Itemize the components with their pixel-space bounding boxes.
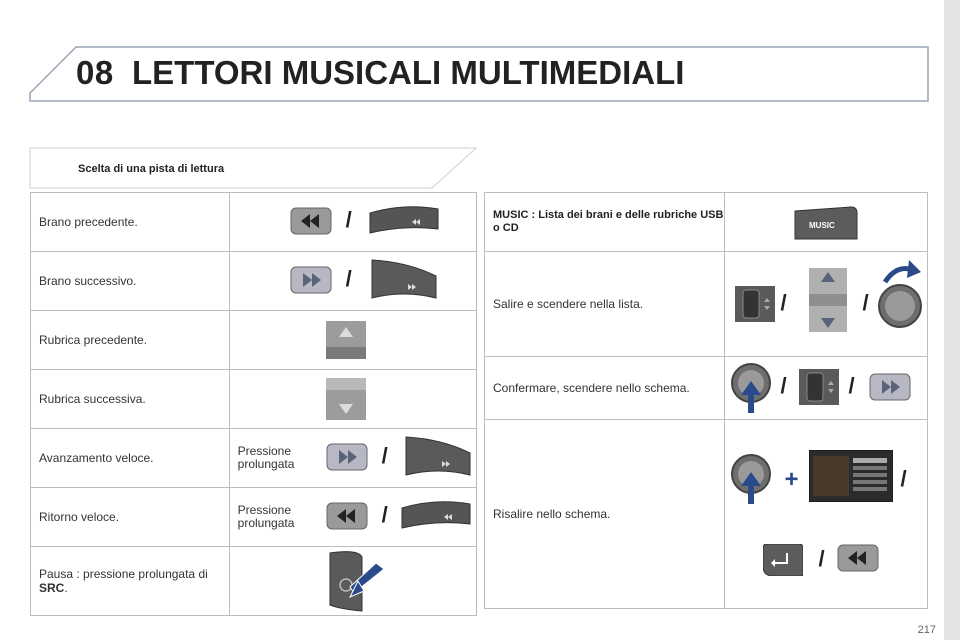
up-down-arrows-icon[interactable] [808,268,847,332]
table-row: Rubrica successiva. [30,369,478,429]
long-press-note: Pressione prolungata [237,503,295,530]
steering-control-rewind-icon[interactable] [400,498,472,530]
table-row: Confermare, scendere nello schema. / / [484,356,929,420]
right-edge-strip [944,0,960,640]
table-row: Rubrica precedente. [30,310,478,370]
table-row: Ritorno veloce. Pressione prolungata / [30,487,478,547]
section-banner [29,147,478,189]
separator: / [345,207,352,232]
row-label: Confermare, scendere nello schema. [493,381,690,395]
back-button-icon[interactable] [762,544,803,576]
separator: / [848,373,855,398]
header-frame [29,46,929,102]
separator: / [381,443,388,468]
separator: / [345,266,352,291]
table-row: Risalire nello schema. + / [484,419,929,609]
separator: / [381,502,388,527]
arrow-down-icon[interactable] [325,378,366,420]
page-title: LETTORI MUSICALI MULTIMEDIALI [132,54,685,91]
separator: / [862,290,869,315]
table-row: Brano successivo. / [30,251,478,311]
table-row: MUSIC : Lista dei brani e delle rubriche… [484,192,929,252]
steering-control-next-icon[interactable] [368,258,440,302]
row-label: Rubrica successiva. [39,392,146,406]
separator: / [780,290,787,315]
arrow-up-icon[interactable] [325,321,366,359]
steering-wheel-src-control-icon[interactable] [328,549,388,613]
screen-menu-icon [808,450,893,502]
chapter-number: 08 [76,54,114,91]
separator: / [818,546,825,571]
table-row: Salire e scendere nella lista. / / [484,251,929,357]
fast-forward-icon[interactable] [326,443,368,471]
left-controls-table: Brano precedente. / Brano successivo. / [30,192,478,616]
music-button-icon[interactable]: MUSIC [793,203,859,241]
row-label: Brano precedente. [39,215,138,229]
row-label: Avanzamento veloce. [39,451,154,465]
rocker-switch-icon[interactable] [734,286,775,322]
row-label: Salire e scendere nella lista. [493,297,644,311]
rotary-knob-rotate-icon[interactable] [877,258,923,334]
steering-control-forward-icon[interactable] [402,435,474,479]
rotary-knob-press-icon[interactable] [729,454,773,506]
row-label: Rubrica precedente. [39,333,148,347]
rocker-switch-icon[interactable] [798,369,839,405]
separator: / [900,466,907,491]
row-label: Risalire nello schema. [493,507,611,521]
plus-sign: + [784,466,799,493]
page-number: 217 [917,624,936,636]
separator: / [780,373,787,398]
table-row: Avanzamento veloce. Pressione prolungata… [30,428,478,488]
steering-control-previous-icon[interactable] [368,203,440,235]
previous-track-icon[interactable] [290,207,332,235]
rewind-icon[interactable] [326,502,368,530]
next-track-icon[interactable] [290,266,332,294]
pause-label-src: SRC [39,581,65,595]
right-controls-table: MUSIC : Lista dei brani e delle rubriche… [484,192,929,609]
row-label: Brano successivo. [39,274,137,288]
row-label: MUSIC : Lista dei brani e delle rubriche… [493,209,724,234]
pause-label-text: Pausa : pressione prolungata di [39,567,208,581]
rotary-knob-press-icon[interactable] [729,363,773,415]
section-title: Scelta di una pista di lettura [78,163,225,175]
pause-label-end: . [64,581,68,595]
row-label: Ritorno veloce. [39,510,120,524]
next-track-icon[interactable] [869,373,911,401]
music-button-label: MUSIC [809,221,835,230]
table-row: Brano precedente. / [30,192,478,252]
long-press-note: Pressione prolungata [237,444,295,471]
previous-track-icon[interactable] [837,544,879,572]
